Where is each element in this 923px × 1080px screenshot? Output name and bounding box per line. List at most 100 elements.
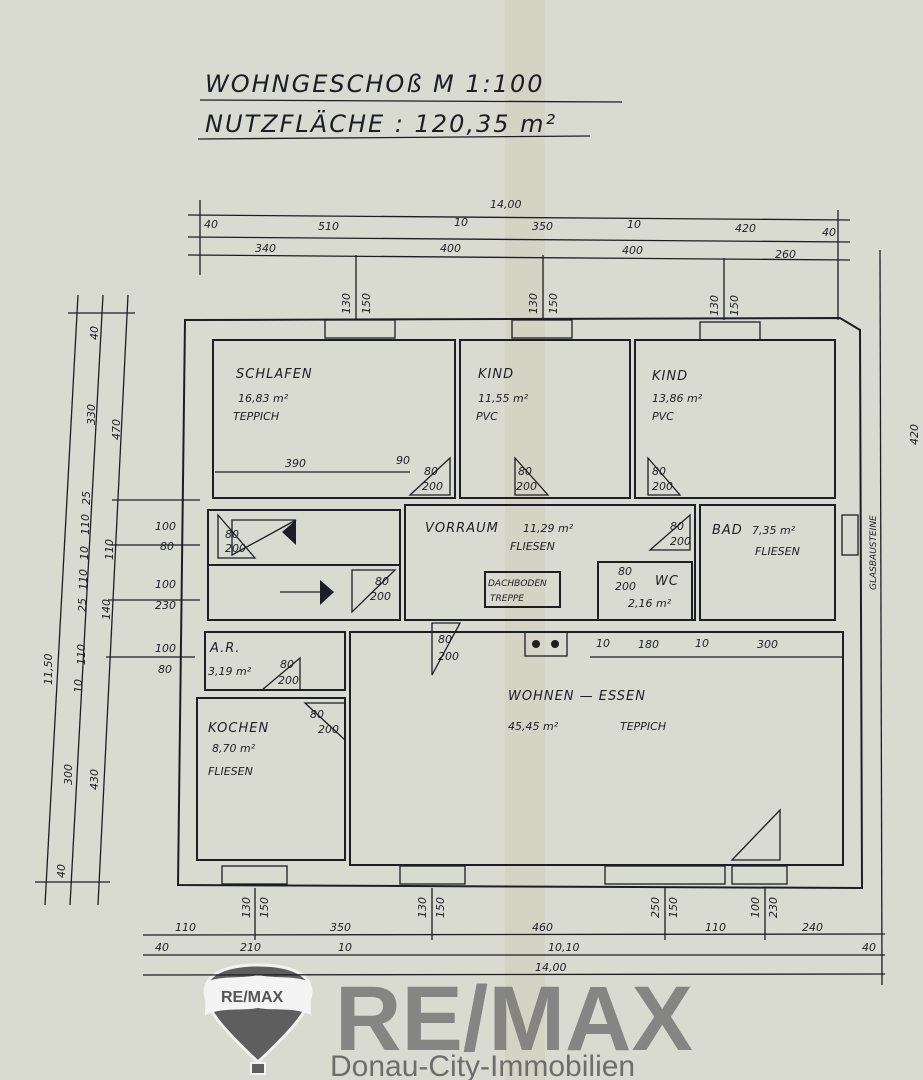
dimension-label: TREPPE	[490, 594, 524, 604]
dimension-label: KIND	[652, 369, 688, 384]
dimension-label: 10	[338, 941, 352, 954]
walls	[176, 316, 864, 890]
room-vorraum: VORRAUM 11,29 m² FLIESEN DACHBODEN TREPP…	[425, 521, 574, 604]
dimension-label: 80	[158, 663, 172, 676]
dimension-label: 130	[416, 897, 429, 918]
dimension-label: 40	[88, 326, 101, 340]
dimension-label: 40	[822, 226, 836, 239]
room-bad: BAD 7,35 m² FLIESEN	[712, 523, 800, 558]
dimension-label: WOHNEN — ESSEN	[508, 689, 646, 704]
dimension-label: 8,70 m²	[212, 742, 256, 755]
dimension-label: VORRAUM	[425, 521, 499, 536]
left-dimensions: 40 330 470 25 110 10 110 110 25 110 140 …	[35, 294, 200, 906]
top-dimensions: 14,00 40 510 10 350 10 420 40 340 400 40…	[187, 198, 851, 320]
dimension-label: 110	[77, 569, 90, 590]
dimension-label: 230	[155, 599, 176, 612]
dimension-label: 200	[516, 480, 537, 493]
dimension-label: 200	[225, 542, 246, 555]
dimension-label: 14,00	[490, 198, 522, 211]
dimension-label: 130	[708, 295, 721, 316]
dimension-label: 100	[155, 642, 176, 655]
dimension-label: 330	[85, 404, 98, 425]
dimension-label: 40	[204, 218, 218, 231]
dimension-label: 140	[100, 599, 113, 620]
room-kind-2: KIND 13,86 m² PVC	[652, 369, 703, 423]
dimension-label: 110	[103, 539, 116, 560]
dimension-label: 300	[62, 764, 75, 785]
dimension-label: 100	[155, 578, 176, 591]
dimension-label: 150	[728, 295, 741, 316]
dimension-label: 460	[532, 921, 553, 934]
room-schlafen: SCHLAFEN 16,83 m² TEPPICH	[233, 367, 313, 423]
room-ar: A.R. 3,19 m²	[208, 641, 252, 678]
dimension-label: TEPPICH	[233, 410, 279, 423]
door-swings: 80 200 80 200 80 200 80 200 80 200 80 20…	[217, 456, 781, 861]
dimension-label: SCHLAFEN	[236, 367, 313, 382]
dimension-label: WC	[655, 574, 679, 589]
plan-title: WOHNGESCHOß M 1:100	[205, 70, 545, 98]
dimension-label: 11,55 m²	[478, 392, 529, 405]
dimension-label: 13,86 m²	[652, 392, 703, 405]
dimension-label: 150	[547, 293, 560, 314]
paper-stain	[505, 0, 545, 1080]
dimension-label: 110	[705, 921, 726, 934]
dimension-label: 150	[258, 897, 271, 918]
dimension-label: 200	[278, 674, 299, 687]
dimension-label: 200	[652, 480, 673, 493]
room-kind-1: KIND 11,55 m² PVC	[476, 367, 529, 423]
dimension-label: 25	[80, 491, 93, 505]
dimension-label: FLIESEN	[208, 765, 253, 778]
dimension-label: 80	[225, 528, 239, 541]
dimension-label: 80	[280, 658, 294, 671]
dimension-label: 10	[596, 637, 610, 650]
dimension-label: 400	[622, 244, 643, 257]
dimension-label: KOCHEN	[208, 721, 269, 736]
dimension-label: 45,45 m²	[508, 720, 559, 733]
room-wc: WC 2,16 m²	[628, 574, 679, 610]
dimension-label: 150	[434, 897, 447, 918]
dimension-label: A.R.	[209, 641, 240, 656]
dimension-label: 200	[422, 480, 443, 493]
remax-logo: RE/MAX RE/MAX Donau-City-Immobilien	[203, 963, 693, 1080]
dimension-label: 2,16 m²	[628, 597, 672, 610]
dimension-label: 100	[749, 897, 762, 918]
dimension-label: BAD	[712, 523, 743, 538]
dimension-label: KIND	[478, 367, 514, 382]
bottom-dimensions: 130 150 130 150 250 150 100 230 110 350 …	[142, 888, 886, 976]
dimension-label: 110	[79, 514, 92, 535]
dimension-label: PVC	[476, 410, 498, 423]
brand-wordmark: RE/MAX	[335, 968, 693, 1070]
dimension-label: 150	[360, 293, 373, 314]
dimension-label: 240	[802, 921, 823, 934]
dimension-label: 25	[76, 598, 89, 612]
dimension-label: 350	[330, 921, 351, 934]
dimension-label: 80	[518, 465, 532, 478]
dimension-label: 10,10	[548, 941, 580, 954]
brand-tagline: Donau-City-Immobilien	[330, 1050, 635, 1080]
dimension-label: 350	[532, 220, 553, 233]
dimension-label: 80	[424, 465, 438, 478]
dimension-label: 100	[155, 520, 176, 533]
dimension-label: 150	[667, 897, 680, 918]
title-underline	[199, 99, 623, 103]
dimension-label: 200	[670, 535, 691, 548]
dimension-label: 40	[862, 941, 876, 954]
dimension-label: 130	[340, 293, 353, 314]
room-kochen: KOCHEN 8,70 m² FLIESEN	[208, 721, 269, 778]
dimension-label: 11,50	[42, 654, 55, 686]
dimension-label: 130	[527, 293, 540, 314]
dimension-label: 80	[375, 575, 389, 588]
dimension-label: 390	[285, 457, 306, 470]
dimension-label: 80	[160, 540, 174, 553]
dimension-label: 14,00	[535, 961, 567, 974]
dimension-label: 10	[72, 679, 85, 693]
dimension-label: 16,83 m²	[238, 392, 289, 405]
dimension-label: 90	[396, 454, 410, 467]
dimension-label: TEPPICH	[620, 720, 666, 733]
dimension-label: 80	[670, 520, 684, 533]
dimension-label: 200	[370, 590, 391, 603]
dimension-label: 420	[735, 222, 756, 235]
dimension-label: 80	[310, 708, 324, 721]
dimension-label: 470	[110, 419, 123, 440]
